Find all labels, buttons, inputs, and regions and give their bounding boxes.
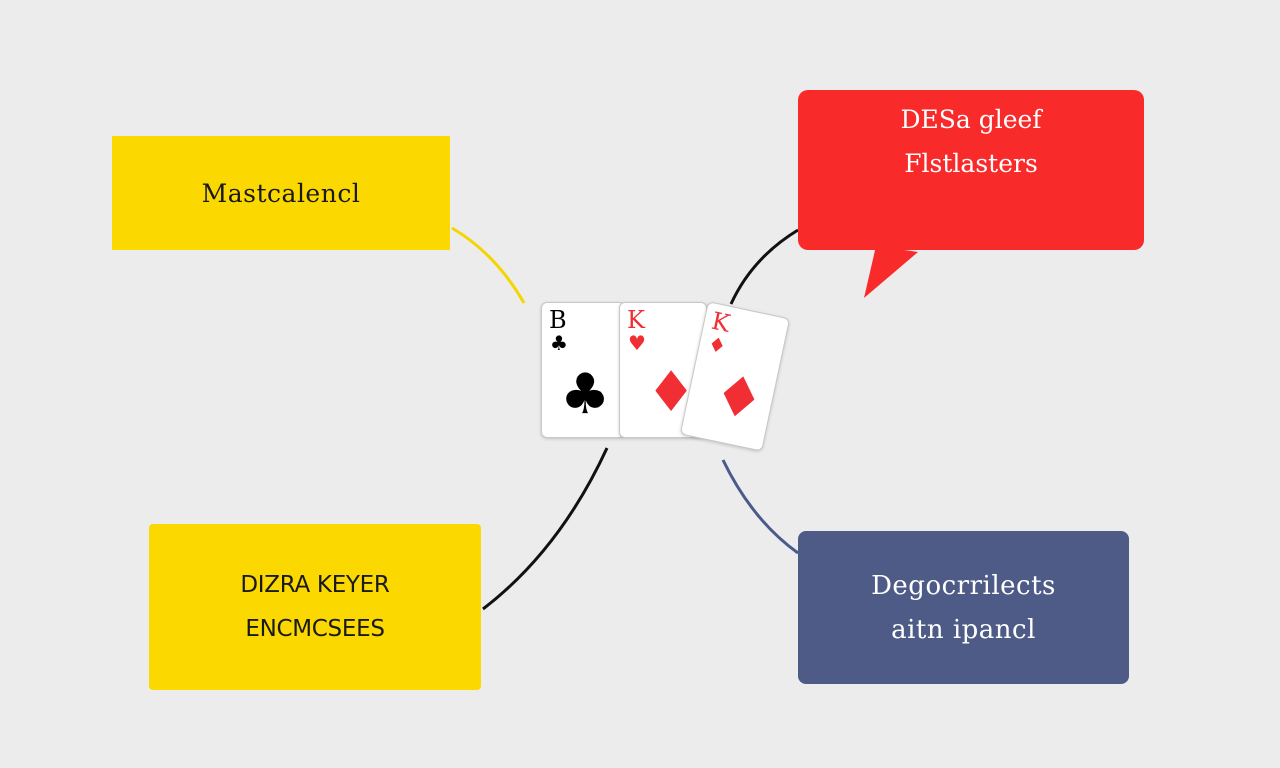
box-text-line: Flstlasters (904, 149, 1038, 178)
box-text-line: ENCMCSEES (245, 616, 385, 642)
playing-card-1: B ♣ ♣ (541, 302, 625, 438)
connector-bottom-right (721, 459, 799, 555)
label-box-top-left: Mastcalencl (112, 136, 450, 250)
card-rank: B (549, 306, 567, 334)
club-icon: ♣ (550, 331, 568, 355)
connector-top-right (729, 228, 799, 305)
diamond-icon: ♦ (705, 331, 729, 359)
box-text-line: Mastcalencl (201, 178, 361, 208)
box-text-line: DIZRA KEYER (240, 572, 390, 598)
connector-top-left (451, 226, 526, 304)
diamond-icon: ♦ (707, 361, 770, 436)
speech-bubble-top-right: DESa gleef Flstlasters (798, 90, 1144, 250)
speech-bubble-tail (864, 246, 918, 298)
box-text-line: Degocrrilects (871, 570, 1056, 601)
heart-icon: ♥ (628, 331, 646, 355)
label-box-bottom-left: DIZRA KEYER ENCMCSEES (149, 524, 481, 690)
box-text-line: aitn ipancl (891, 614, 1036, 645)
card-rank: K (627, 306, 645, 334)
playing-card-2: K ♥ ♦ (619, 302, 707, 438)
label-box-bottom-right: Degocrrilects aitn ipancl (798, 531, 1129, 684)
connector-bottom-left (482, 447, 609, 611)
club-icon: ♣ (560, 362, 611, 427)
box-text-line: DESa gleef (900, 105, 1042, 134)
